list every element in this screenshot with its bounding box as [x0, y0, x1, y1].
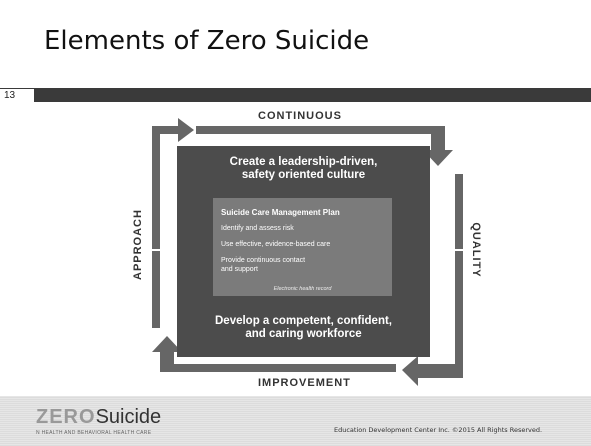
ehr-footnote: Electronic health record — [273, 286, 332, 292]
top-text-line-2: safety oriented culture — [241, 169, 366, 181]
bottom-text: Develop a competent, confident, and cari… — [177, 315, 430, 341]
title-bar — [0, 88, 591, 102]
label-quality: QUALITY — [470, 222, 482, 278]
arrow-bottom — [152, 336, 396, 372]
logo-tagline: N HEALTH AND BEHAVIORAL HEALTH CARE — [36, 430, 152, 436]
label-approach: APPROACH — [132, 209, 144, 280]
care-plan-box — [213, 198, 392, 296]
bottom-text-line-1: Develop a competent, confident, — [215, 315, 392, 327]
copyright-notice: Education Development Center Inc. ©2015 … — [334, 426, 543, 434]
label-improvement: IMPROVEMENT — [258, 377, 351, 389]
care-plan-bullet: Use effective, evidence-based care — [221, 241, 331, 248]
care-plan-bullet: Identify and assess risk — [221, 225, 294, 232]
care-plan-bullet: Provide continuous contact and support — [221, 257, 306, 273]
footer — [0, 396, 591, 446]
label-continuous: CONTINUOUS — [258, 110, 342, 122]
zero-suicide-logo: ZEROSuicide — [36, 406, 161, 429]
bottom-text-line-2: and caring workforce — [245, 328, 362, 340]
slide-title: Elements of Zero Suicide — [44, 26, 370, 56]
arrow-top — [196, 126, 453, 166]
logo-suicide: Suicide — [95, 406, 162, 428]
top-text: Create a leadership-driven, safety orien… — [177, 156, 430, 182]
slide-number: 13 — [0, 88, 34, 102]
care-plan-title: Suicide Care Management Plan — [221, 208, 340, 217]
top-text-line-1: Create a leadership-driven, — [229, 156, 378, 168]
logo-zero: ZERO — [36, 406, 96, 428]
arrow-right — [402, 174, 463, 386]
arrow-left — [152, 118, 194, 328]
